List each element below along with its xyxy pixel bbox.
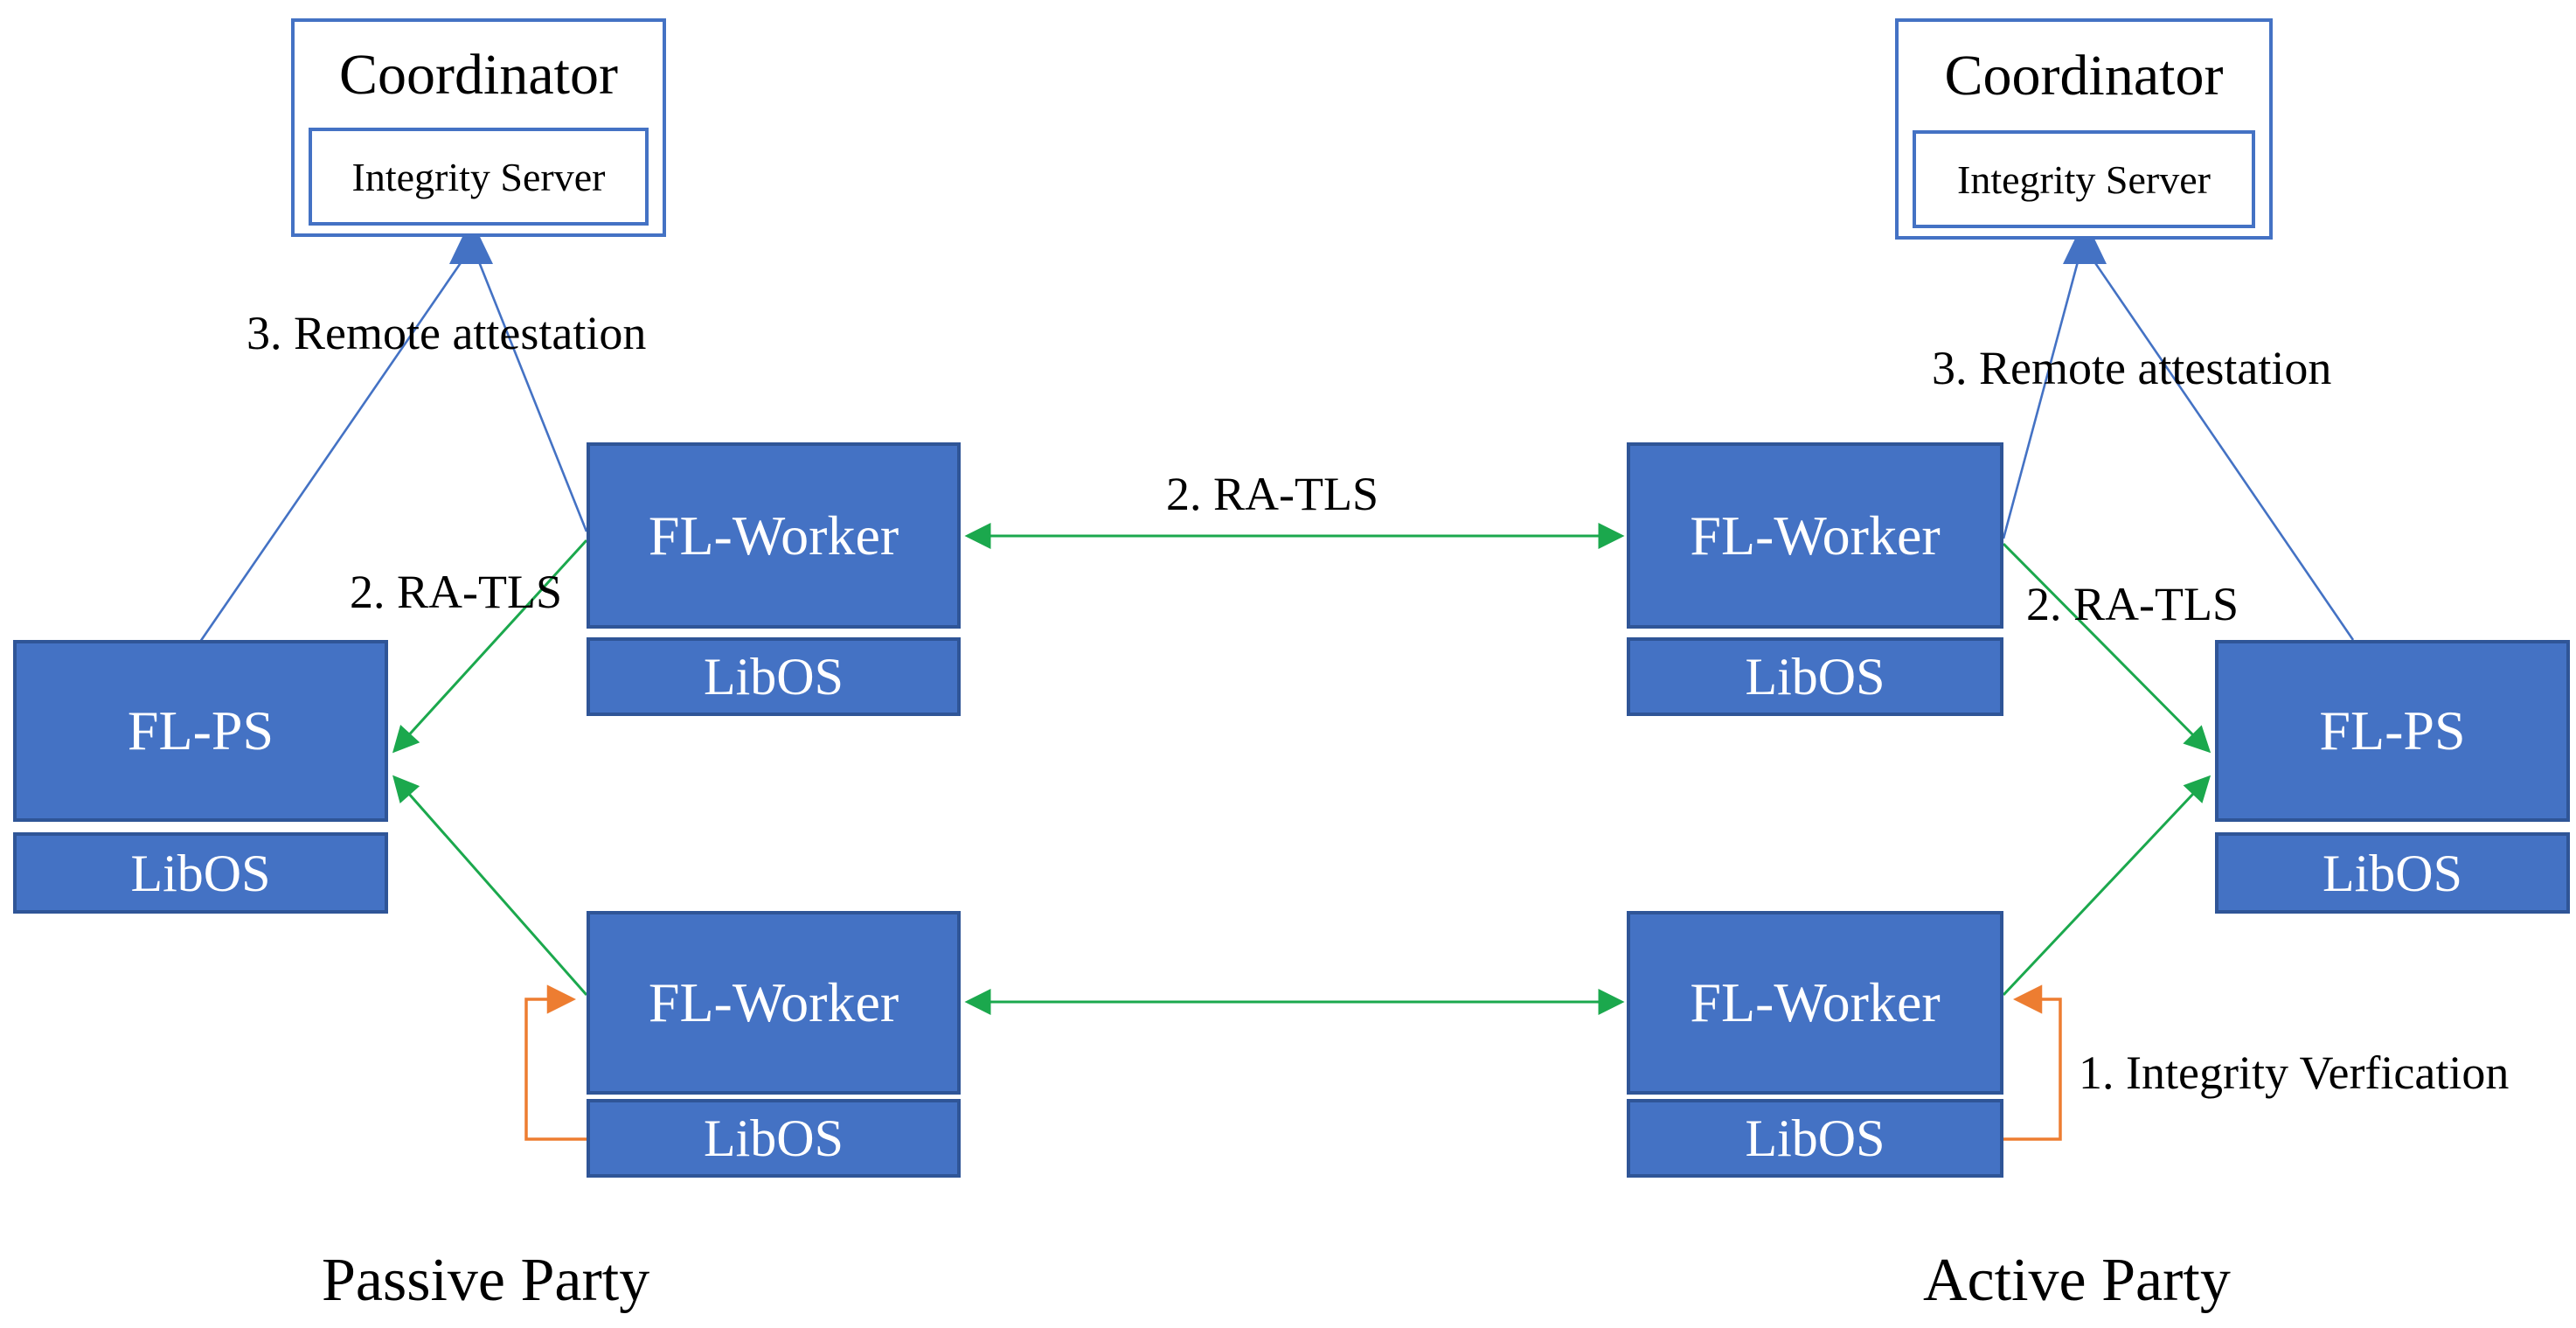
passive-top-libos-label: LibOS <box>703 648 844 706</box>
active-coordinator-title: Coordinator <box>1944 44 2224 108</box>
passive-party-label: Passive Party <box>322 1247 650 1314</box>
active-top-fl-worker-label: FL-Worker <box>1690 504 1941 567</box>
passive-coordinator-title: Coordinator <box>339 42 618 107</box>
passive-coordinator-box: Coordinator Integrity Server <box>291 18 666 237</box>
passive-ps-libos-label: LibOS <box>130 844 271 902</box>
passive-bottom-fl-worker-box: FL-Worker <box>587 911 961 1095</box>
active-top-libos-label: LibOS <box>1745 648 1885 706</box>
label-ra-tls-center: 2. RA-TLS <box>1166 468 1378 520</box>
passive-fl-ps-box: FL-PS <box>13 640 388 822</box>
active-top-libos-box: LibOS <box>1627 637 2003 716</box>
passive-top-fl-worker-box: FL-Worker <box>587 442 961 629</box>
label-remote-attestation-passive: 3. Remote attestation <box>246 307 647 359</box>
passive-top-libos-box: LibOS <box>587 637 961 716</box>
active-ps-libos-box: LibOS <box>2215 832 2570 914</box>
passive-bottom-fl-worker-label: FL-Worker <box>648 971 899 1033</box>
active-top-fl-worker-box: FL-Worker <box>1627 442 2003 629</box>
passive-bottom-libos-label: LibOS <box>703 1109 844 1167</box>
passive-integrity-server-box: Integrity Server <box>309 128 649 226</box>
passive-bottom-libos-box: LibOS <box>587 1099 961 1178</box>
passive-top-fl-worker-label: FL-Worker <box>648 504 899 567</box>
active-party-label: Active Party <box>1923 1247 2231 1314</box>
active-bottom-libos-label: LibOS <box>1745 1109 1885 1167</box>
active-ps-libos-label: LibOS <box>2322 844 2463 902</box>
passive-ps-libos-box: LibOS <box>13 832 388 914</box>
passive-integrity-server-label: Integrity Server <box>351 154 606 199</box>
active-coordinator-box: Coordinator Integrity Server <box>1895 18 2273 240</box>
label-remote-attestation-active: 3. Remote attestation <box>1932 342 2332 394</box>
label-integrity-verification: 1. Integrity Verfication <box>2079 1046 2510 1099</box>
active-fl-ps-label: FL-PS <box>2319 699 2466 761</box>
active-bottom-fl-worker-label: FL-Worker <box>1690 971 1941 1033</box>
active-bottom-fl-worker-box: FL-Worker <box>1627 911 2003 1095</box>
label-ra-tls-active: 2. RA-TLS <box>2026 578 2239 630</box>
active-bottom-libos-box: LibOS <box>1627 1099 2003 1178</box>
label-ra-tls-passive: 2. RA-TLS <box>350 566 562 618</box>
passive-fl-ps-label: FL-PS <box>127 699 274 761</box>
active-fl-ps-box: FL-PS <box>2215 640 2570 822</box>
active-integrity-server-box: Integrity Server <box>1913 130 2255 228</box>
active-integrity-server-label: Integrity Server <box>1957 156 2211 202</box>
